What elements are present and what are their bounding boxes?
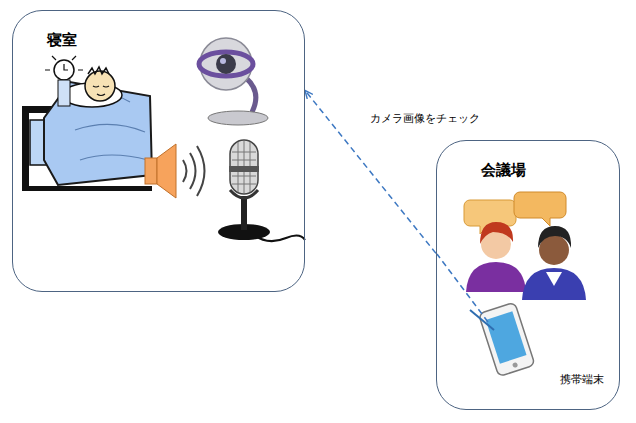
- microphone-illustration: [218, 140, 305, 241]
- room-title: 寝室: [47, 31, 77, 50]
- device-label: 携帯端末: [560, 372, 604, 387]
- phone-illustration: [437, 254, 535, 377]
- speaker-illustration: [145, 144, 205, 198]
- room-box: 寝室: [12, 10, 305, 292]
- edge-label: カメラ画像をチェック: [368, 110, 482, 127]
- bed-illustration: [22, 56, 152, 191]
- webcam-illustration: [199, 38, 268, 125]
- room-title: 会議場: [481, 161, 526, 180]
- people-illustration: [464, 192, 586, 300]
- room-box: 会議場: [436, 140, 620, 410]
